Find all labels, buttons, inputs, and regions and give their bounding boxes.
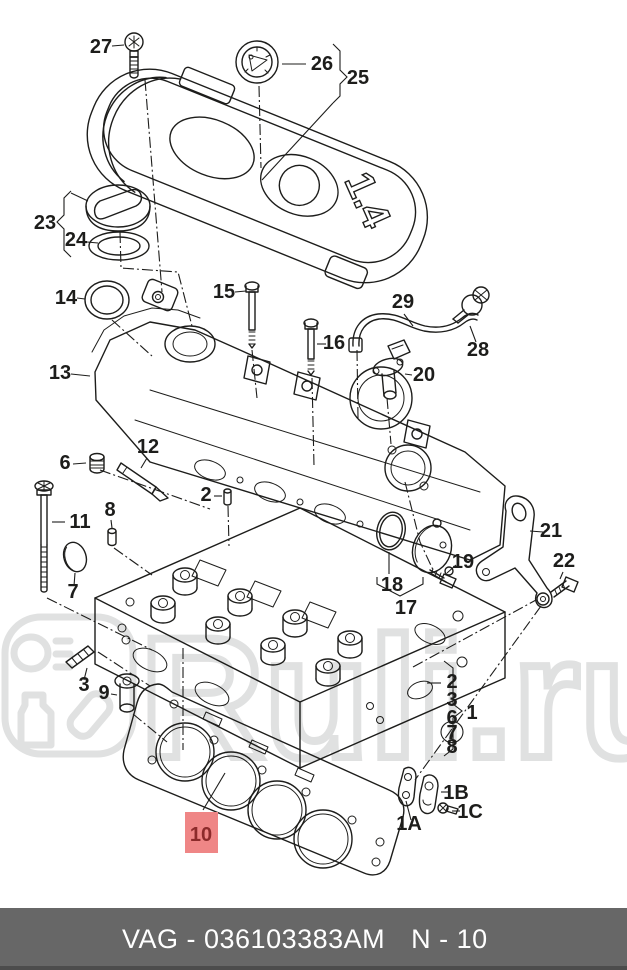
- part-labels: 27 26 25 23 24 14 15 16 29 28 20 13 6 12…: [34, 36, 575, 846]
- part-label-8: 8: [104, 499, 115, 521]
- part-label-7: 7: [67, 581, 78, 603]
- part-label-28: 28: [467, 339, 489, 361]
- page-reference-text: N - 10: [411, 923, 488, 954]
- cam-housing-13: [91, 307, 506, 561]
- part-label-9: 9: [98, 682, 109, 704]
- brand-emblem-26: [235, 40, 279, 84]
- group-item-8: 8: [446, 736, 457, 758]
- cover-displacement-text: 1.4: [336, 166, 399, 235]
- part-label-27: 27: [90, 36, 112, 58]
- cover-mount-lug: [141, 278, 179, 312]
- part-label-1b: 1B: [443, 782, 469, 804]
- part-label-23: 23: [34, 212, 56, 234]
- leader-lines: [52, 44, 564, 821]
- housing-bolt-15: [244, 281, 260, 349]
- part-label-1: 1: [466, 702, 477, 724]
- sealant-tube-12: [116, 462, 169, 502]
- watermark-logo-icon: [1, 613, 137, 758]
- part-label-16: 16: [323, 332, 345, 354]
- part-label-24: 24: [65, 229, 88, 251]
- group-item-7: 7: [446, 722, 457, 744]
- group-item-2: 2: [446, 671, 457, 693]
- group-item-3: 3: [446, 689, 457, 711]
- housing-bolt-16: [303, 318, 319, 376]
- part-label-13: 13: [49, 362, 71, 384]
- cap-seal-24: [88, 231, 150, 261]
- part-label-12: 12: [137, 436, 159, 458]
- camshaft-sensor-20: [372, 339, 411, 400]
- part-label-15: 15: [213, 281, 235, 303]
- oil-filler-cap-23: [85, 184, 151, 232]
- plate-screw-1c: [437, 802, 459, 815]
- stud-3: [65, 645, 95, 669]
- head-gasket-10: [122, 683, 405, 876]
- selected-part-highlight: [185, 812, 218, 853]
- cup-plug-7: [62, 541, 88, 573]
- part-label-26: 26: [311, 53, 333, 75]
- breather-hose-29: [348, 312, 479, 353]
- support-bracket-21: [475, 495, 553, 609]
- cover-bolt-19: [429, 568, 457, 589]
- part-label-18: 18: [381, 574, 403, 596]
- part-label-2: 2: [200, 484, 211, 506]
- part-label-17: 17: [395, 597, 417, 619]
- sealing-plug-6: [89, 452, 105, 474]
- part-label-11: 11: [69, 511, 90, 533]
- group-item-6: 6: [446, 707, 457, 729]
- plug-9: [114, 673, 140, 713]
- cover-screw-27: [124, 32, 144, 79]
- part-label-29: 29: [392, 291, 414, 313]
- part-label-21: 21: [540, 520, 562, 542]
- part-label-20: 20: [413, 364, 435, 386]
- engine-cover: 1.4: [86, 66, 429, 312]
- part-label-14: 14: [55, 287, 78, 309]
- part-number-text: VAG - 036103383AM: [122, 923, 386, 954]
- footer-bar: VAG - 036103383AM N - 10: [0, 908, 627, 970]
- cylinder-head: [94, 507, 506, 769]
- part-label-1c: 1C: [457, 801, 483, 823]
- seal-ring-14: [84, 280, 130, 320]
- part-label-22: 22: [553, 550, 575, 572]
- part-label-25: 25: [347, 67, 369, 89]
- o-ring-18: [376, 511, 406, 551]
- part-label-1a: 1A: [396, 813, 422, 835]
- part-label-19: 19: [452, 551, 474, 573]
- bracket-bolt-22: [550, 576, 579, 598]
- part-label-3: 3: [78, 674, 89, 696]
- blanking-cover-17: [411, 518, 454, 576]
- end-plate-1b: [418, 774, 439, 815]
- group-braces: [56, 43, 464, 757]
- dowel-2: [223, 488, 232, 506]
- part-label-10-selected: 10: [190, 824, 212, 846]
- dowel-pin-8: [107, 527, 117, 547]
- part-label-6: 6: [59, 452, 70, 474]
- cylinder-head-bolt-11: [34, 480, 54, 593]
- vent-valve-28: [452, 286, 490, 324]
